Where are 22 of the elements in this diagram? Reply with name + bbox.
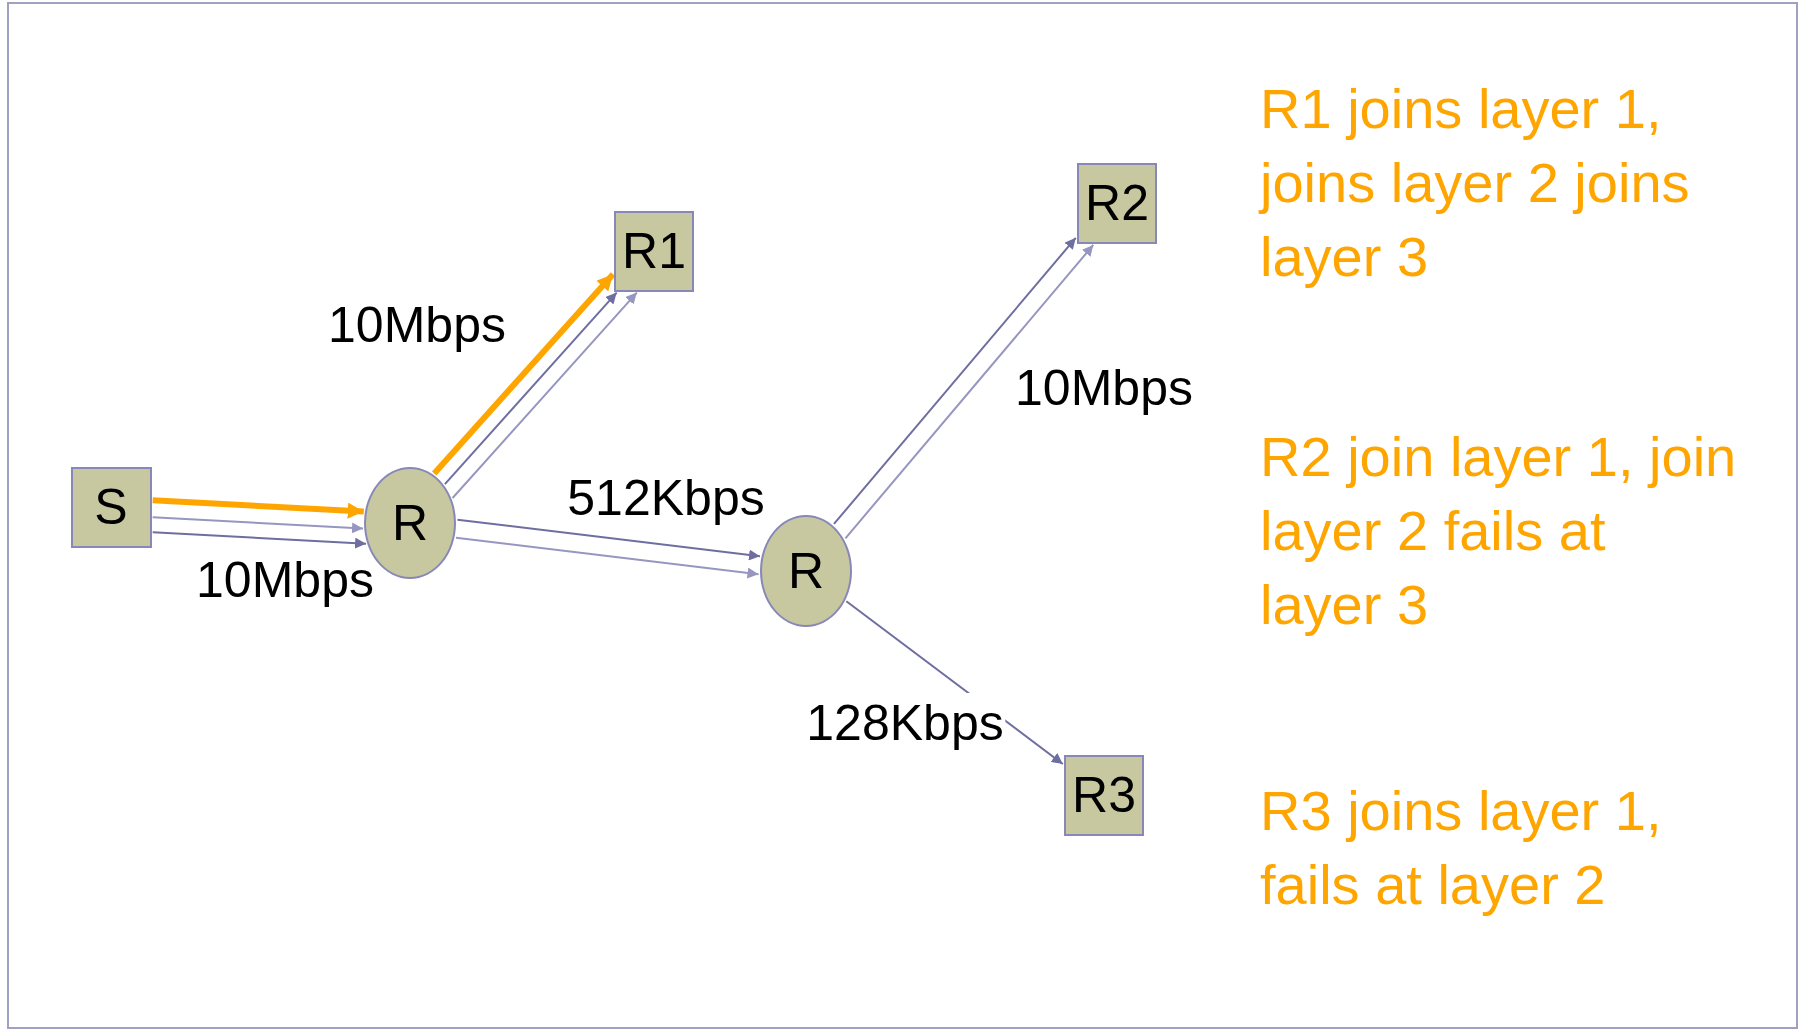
node-label: S	[94, 482, 128, 532]
arrow	[151, 516, 365, 534]
node-label: R	[391, 498, 429, 548]
note-text: R1 joins layer 1, joins layer 2 joins layer 3	[1260, 76, 1691, 290]
arrow	[443, 291, 618, 486]
arrow	[833, 236, 1077, 525]
host-box	[614, 210, 694, 292]
node-label: R2	[1085, 178, 1149, 228]
arrow	[431, 272, 616, 476]
note-text: R2 join layer 1, join layer 2 fails at layer 3	[1260, 424, 1738, 638]
node-label: R3	[1072, 770, 1136, 820]
arrow	[152, 497, 364, 519]
arrow	[456, 518, 761, 561]
host-box	[1077, 162, 1157, 244]
arrow	[455, 536, 760, 579]
arrow	[451, 291, 638, 499]
note-text: R3 joins layer 1, fails at layer 2	[1260, 778, 1663, 918]
host-box	[70, 466, 152, 548]
host-box	[1064, 754, 1144, 836]
arrow	[844, 243, 1095, 540]
node-label: R	[787, 546, 825, 596]
node-label: R1	[622, 226, 686, 276]
